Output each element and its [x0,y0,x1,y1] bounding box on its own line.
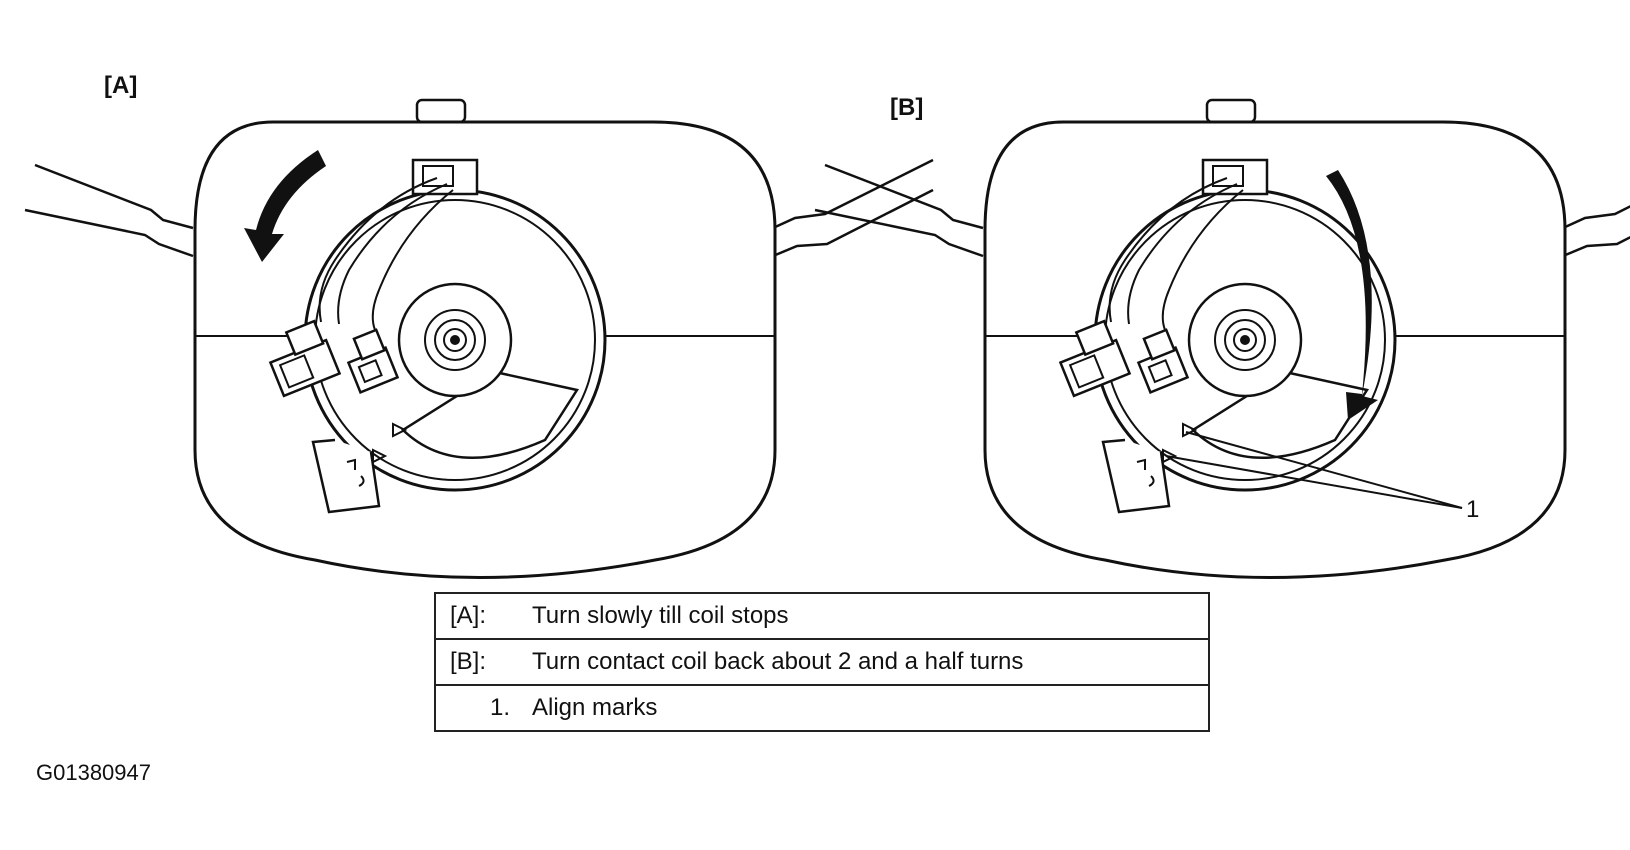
figure-id: G01380947 [36,760,151,785]
panel-b-label: [B] [890,94,924,121]
panel-b-assembly [813,98,1630,579]
legend-row: [A]: Turn slowly till coil stops [434,592,1210,640]
legend-key: 1. [434,684,532,732]
legend-key: [B]: [434,638,532,686]
legend-text: Turn contact coil back about 2 and a hal… [532,638,1210,686]
callout-line-2 [1165,455,1463,509]
panel-a-label: [A] [104,72,138,99]
legend-row: [B]: Turn contact coil back about 2 and … [434,638,1210,686]
rotation-arrow-left [244,150,326,262]
legend-row: 1. Align marks [434,684,1210,732]
panel-a-assembly [23,98,935,579]
legend-text: Align marks [532,684,1210,732]
callout-number: 1 [1466,496,1480,523]
callout-line-1 [1185,431,1463,509]
legend-table: [A]: Turn slowly till coil stops [B]: Tu… [434,592,1210,732]
legend-text: Turn slowly till coil stops [532,592,1210,640]
rotation-arrow-right [1326,170,1378,420]
legend-key: [A]: [434,592,532,640]
